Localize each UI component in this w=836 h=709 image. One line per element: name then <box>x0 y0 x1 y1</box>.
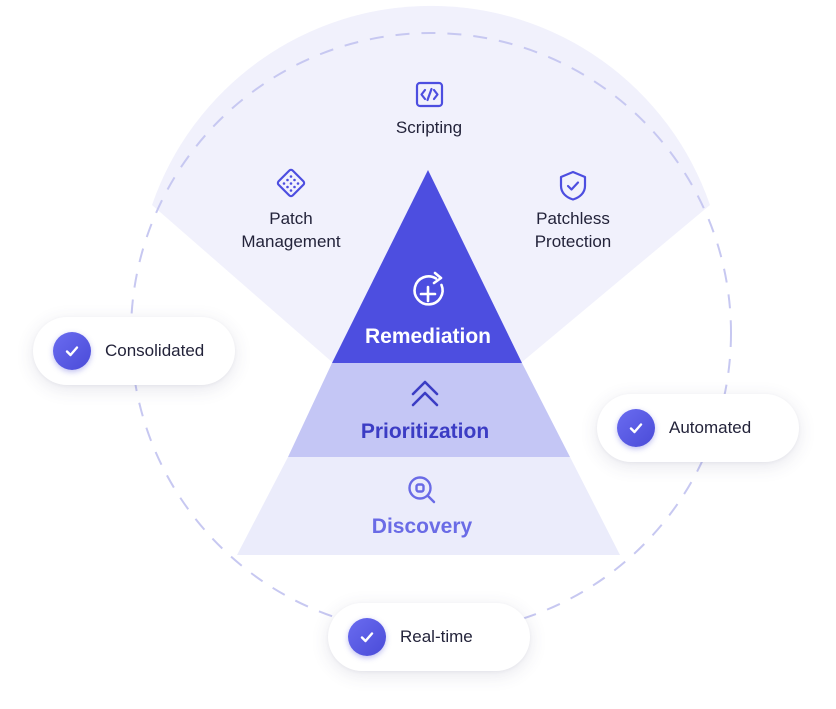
shield-check-icon <box>559 170 587 201</box>
method-patch-management-label: Patch Management <box>241 209 341 251</box>
check-icon <box>348 618 386 656</box>
tier-discovery-label: Discovery <box>371 515 473 538</box>
check-icon <box>53 332 91 370</box>
check-icon <box>617 409 655 447</box>
automated-badge: Automated <box>597 394 799 462</box>
tier-prioritization-label: Prioritization <box>360 420 490 443</box>
realtime-badge: Real-time <box>328 603 530 671</box>
remediation-tier <box>332 170 522 363</box>
automated-label: Automated <box>669 418 752 437</box>
consolidated-label: Consolidated <box>105 341 205 360</box>
grid-diamond-icon <box>276 168 306 198</box>
prioritization-tier <box>288 363 570 457</box>
refresh-plus-icon <box>413 271 444 306</box>
realtime-label: Real-time <box>400 627 473 646</box>
code-icon <box>415 81 444 108</box>
double-chevron-up-icon <box>411 380 439 407</box>
method-patchless-protection-label: Patchless Protection <box>534 209 612 251</box>
consolidated-badge: Consolidated <box>33 317 235 385</box>
tier-remediation-label: Remediation <box>364 325 492 348</box>
target-search-icon <box>408 476 436 504</box>
discovery-tier <box>237 457 620 555</box>
method-scripting-label: Scripting <box>395 118 463 137</box>
